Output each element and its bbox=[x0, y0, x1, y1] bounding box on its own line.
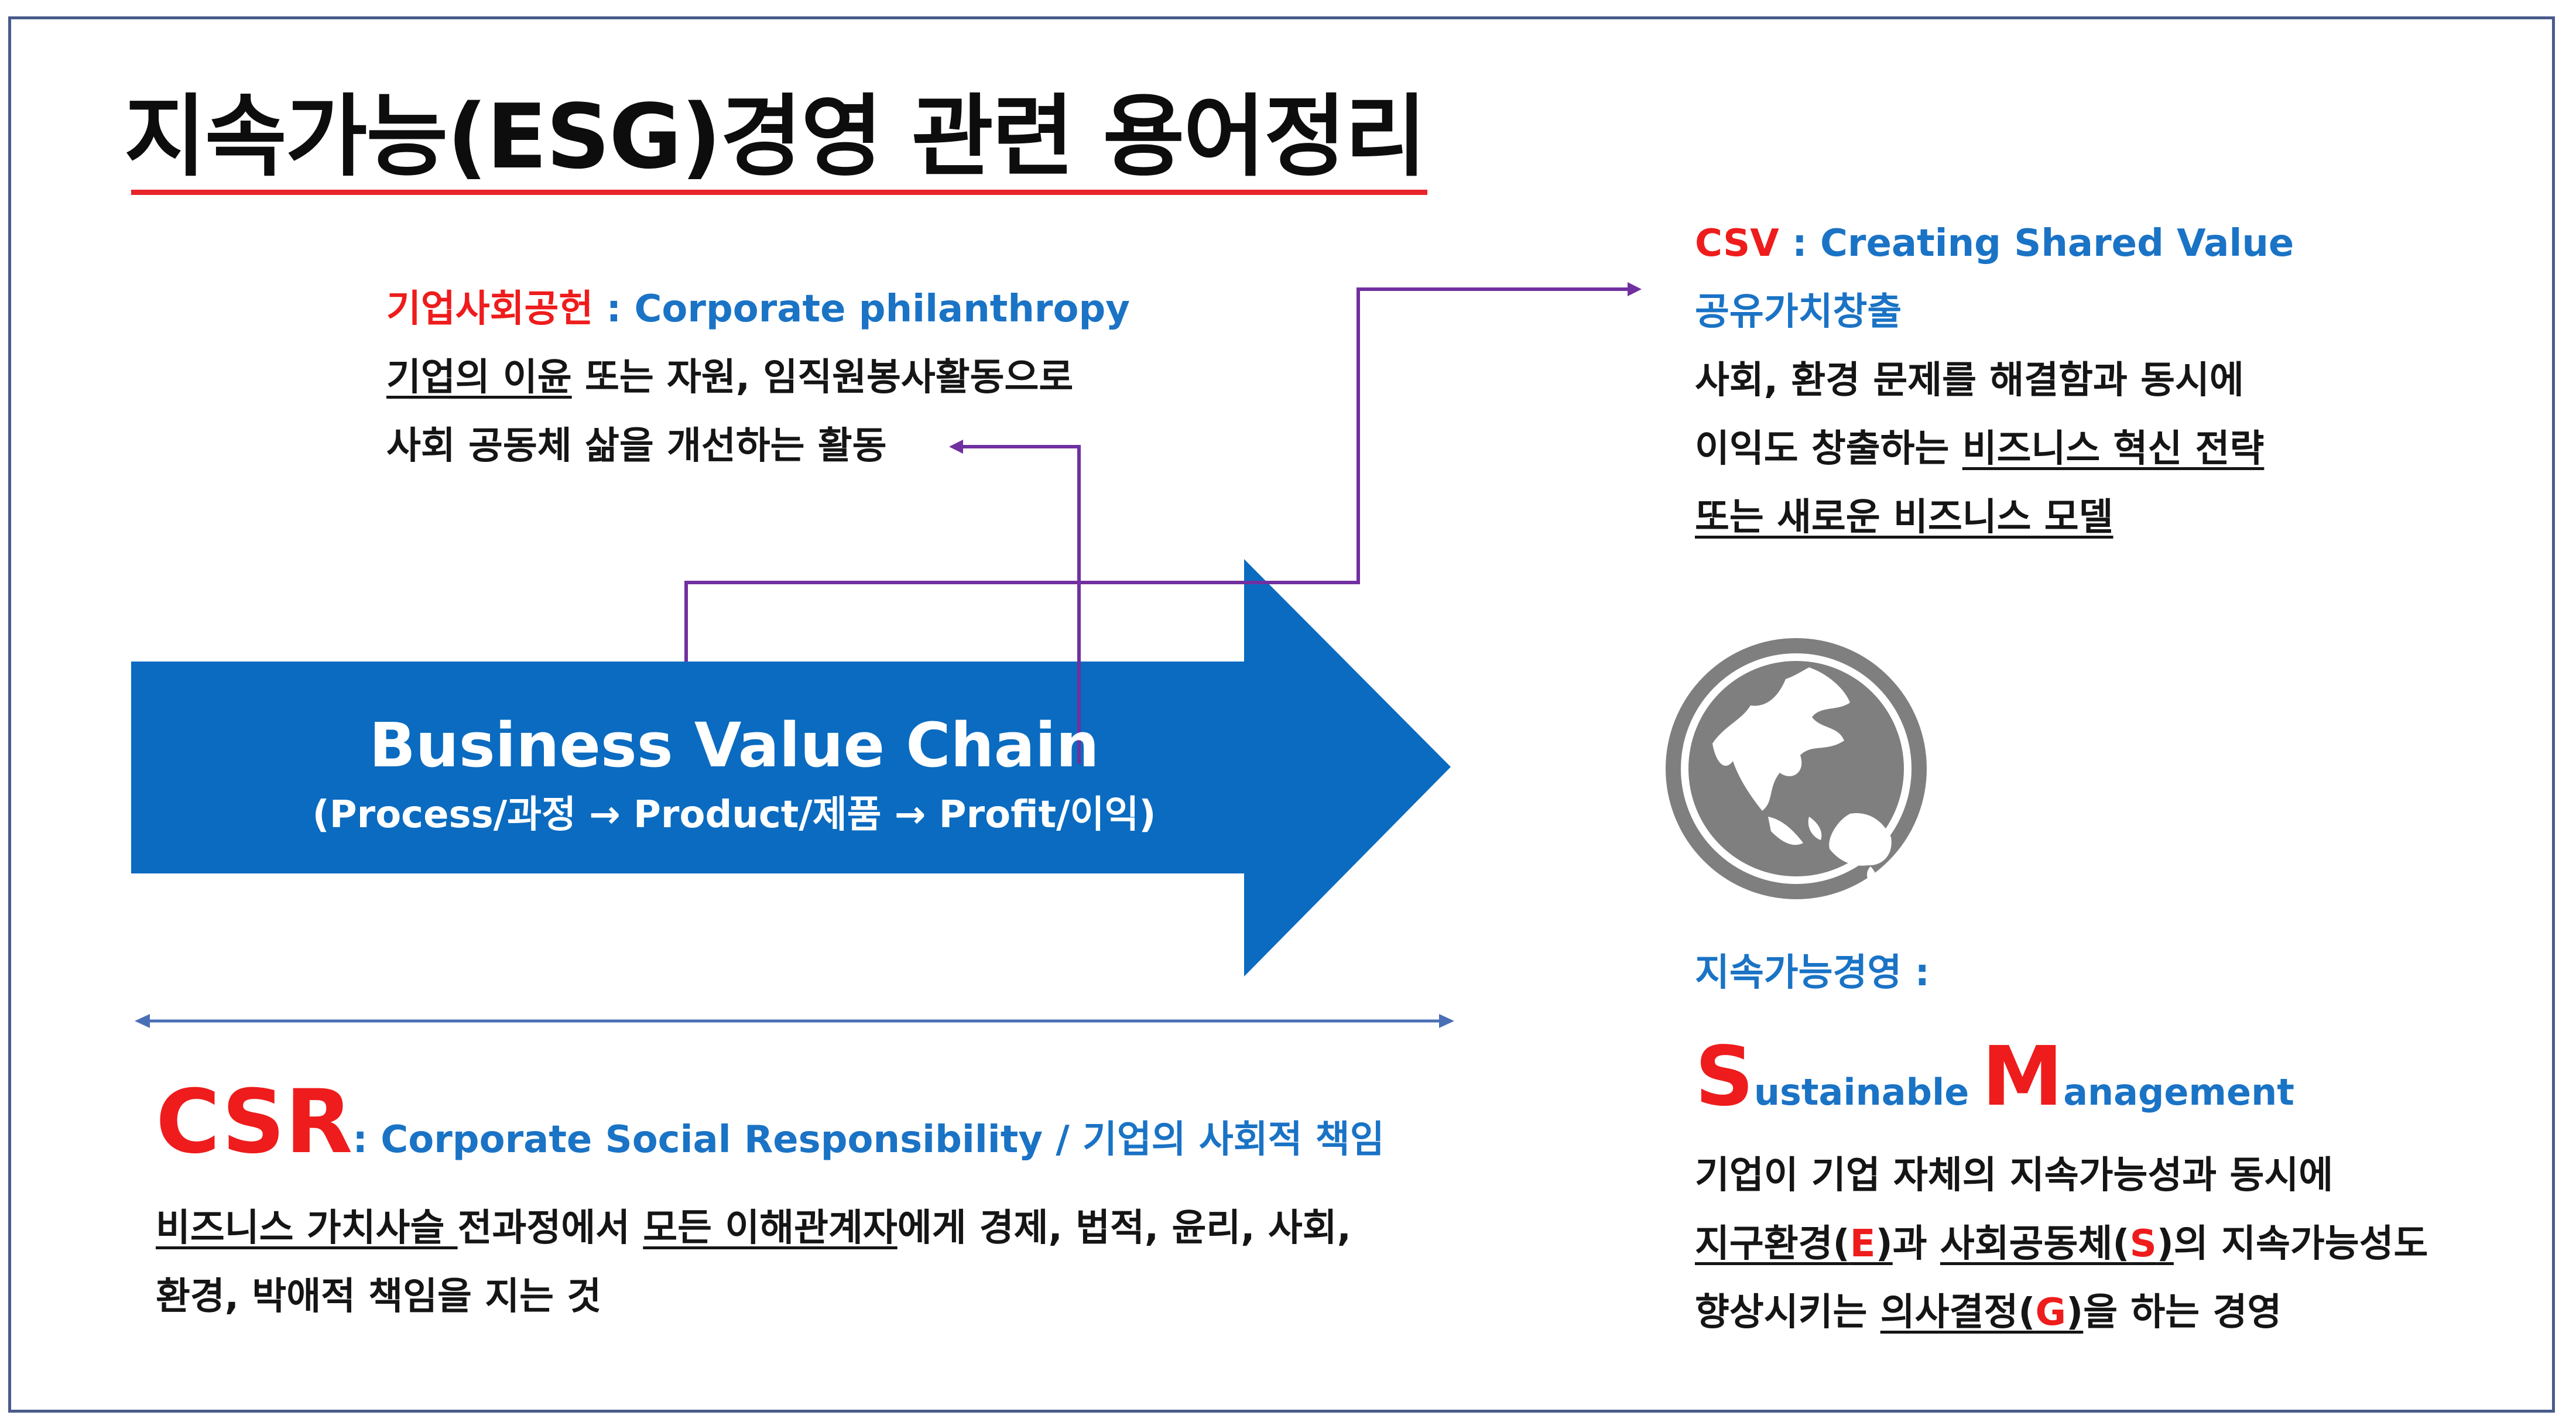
philanthropy-block: 기업사회공헌 : Corporate philanthropy 기업의 이윤 또… bbox=[386, 275, 1130, 481]
s-letter: S bbox=[1695, 1029, 1754, 1125]
csr-body: 비즈니스 가치사슬 전과정에서 모든 이해관계자에게 경제, 법적, 윤리, 사… bbox=[156, 1194, 1351, 1331]
csv-connector-arrowhead bbox=[1628, 282, 1642, 296]
line-3-rest: 을 하는 경영 bbox=[2083, 1291, 2282, 1334]
philanthropy-connector-line bbox=[963, 445, 1081, 764]
csv-line-3: 또는 새로운 비즈니스 모델 bbox=[1695, 484, 2294, 552]
community-underlined: 사회공동체(S) bbox=[1940, 1222, 2174, 1266]
csr-line-1-plain-a: 전과정에서 bbox=[457, 1207, 643, 1250]
earth-close-paren: ) bbox=[1875, 1222, 1893, 1266]
earth-underlined: 지구환경(E) bbox=[1695, 1222, 1893, 1266]
philanthropy-definition: : Corporate philanthropy bbox=[593, 287, 1130, 331]
line-3-start: 향상시키는 bbox=[1695, 1291, 1880, 1334]
s-rest: ustainable bbox=[1753, 1071, 1982, 1113]
philanthropy-term: 기업사회공헌 bbox=[386, 287, 594, 331]
g-letter: G bbox=[2035, 1291, 2066, 1334]
line-2-connector: 과 bbox=[1892, 1222, 1940, 1266]
csr-term: CSR bbox=[156, 1071, 353, 1173]
span-arrow-right-head bbox=[1439, 1014, 1454, 1028]
csv-line-2: 이익도 창출하는 비즈니스 혁신 전략 bbox=[1695, 415, 2294, 484]
earth-text: 지구환경( bbox=[1695, 1222, 1850, 1266]
m-letter: M bbox=[1981, 1029, 2064, 1125]
decision-close-paren: ) bbox=[2066, 1291, 2084, 1334]
page-title: 지속가능(ESG)경영 관련 용어정리 bbox=[124, 85, 1427, 189]
csr-line-1: 비즈니스 가치사슬 전과정에서 모든 이해관계자에게 경제, 법적, 윤리, 사… bbox=[156, 1194, 1351, 1263]
title-underline bbox=[131, 190, 1427, 195]
csv-line-3-underlined: 또는 새로운 비즈니스 모델 bbox=[1695, 496, 2113, 539]
community-close-paren: ) bbox=[2156, 1222, 2174, 1266]
sustainable-line-1: 기업이 기업 자체의 지속가능성과 동시에 bbox=[1695, 1154, 2334, 1197]
s-esg-letter: S bbox=[2129, 1222, 2157, 1266]
value-chain-title: Business Value Chain bbox=[369, 710, 1099, 781]
csv-term: CSV bbox=[1695, 222, 1779, 265]
line-2-rest: 의 지속가능성도 bbox=[2173, 1222, 2428, 1266]
csr-line-1-plain-b: 에게 경제, 법적, 윤리, 사회, bbox=[897, 1207, 1351, 1250]
csv-definition: : Creating Shared Value bbox=[1779, 222, 2294, 265]
philanthropy-connector-arrowhead bbox=[949, 440, 963, 454]
sustainable-body: 기업이 기업 자체의 지속가능성과 동시에 지구환경(E)과 사회공동체(S)의… bbox=[1695, 1142, 2428, 1347]
csv-korean: 공유가치창출 bbox=[1695, 290, 1902, 334]
decision-underlined: 의사결정(G) bbox=[1880, 1291, 2084, 1334]
csr-definition: : Corporate Social Responsibility / 기업의 … bbox=[352, 1118, 1385, 1161]
philanthropy-line-2: 사회 공동체 삶을 개선하는 활동 bbox=[386, 424, 887, 468]
sustainable-line-2: 지구환경(E)과 사회공동체(S)의 지속가능성도 bbox=[1695, 1210, 2428, 1279]
philanthropy-heading: 기업사회공헌 : Corporate philanthropy bbox=[386, 275, 1130, 344]
csv-connector-line bbox=[684, 287, 1628, 662]
e-letter: E bbox=[1849, 1222, 1876, 1266]
csr-heading: CSR: Corporate Social Responsibility / 기… bbox=[156, 1071, 1385, 1173]
sustainable-line-3: 향상시키는 의사결정(G)을 하는 경영 bbox=[1695, 1279, 2428, 1347]
csv-line-2-plain: 이익도 창출하는 bbox=[1695, 427, 1962, 471]
slide-frame bbox=[8, 16, 2555, 1413]
sustainable-label: 지속가능경영 : bbox=[1695, 951, 1930, 995]
philanthropy-line-1: 기업의 이윤 또는 자원, 임직원봉사활동으로 bbox=[386, 344, 1130, 412]
value-chain-subtitle: (Process/과정 → Product/제품 → Profit/이익) bbox=[312, 793, 1156, 837]
csv-heading: CSV : Creating Shared Value bbox=[1695, 210, 2294, 278]
csv-block: CSV : Creating Shared Value 공유가치창출 사회, 환… bbox=[1695, 210, 2294, 552]
community-text: 사회공동체( bbox=[1940, 1222, 2130, 1266]
philanthropy-line-1-rest: 또는 자원, 임직원봉사활동으로 bbox=[571, 356, 1074, 399]
value-chain-arrow bbox=[131, 559, 1451, 976]
decision-text: 의사결정( bbox=[1880, 1291, 2036, 1334]
csv-line-2-underlined: 비즈니스 혁신 전략 bbox=[1962, 427, 2265, 471]
philanthropy-underlined: 기업의 이윤 bbox=[386, 356, 572, 399]
csr-underlined-b: 모든 이해관계자 bbox=[643, 1207, 898, 1250]
globe-icon bbox=[1666, 638, 1927, 899]
csr-underlined-a: 비즈니스 가치사슬 bbox=[156, 1207, 458, 1250]
m-rest: anagement bbox=[2063, 1071, 2294, 1113]
span-arrow-left-head bbox=[135, 1014, 150, 1028]
sustainable-heading: Sustainable Management bbox=[1695, 1029, 2294, 1125]
csr-line-2: 환경, 박애적 책임을 지는 것 bbox=[156, 1275, 602, 1318]
csv-line-1: 사회, 환경 문제를 해결함과 동시에 bbox=[1695, 359, 2244, 402]
